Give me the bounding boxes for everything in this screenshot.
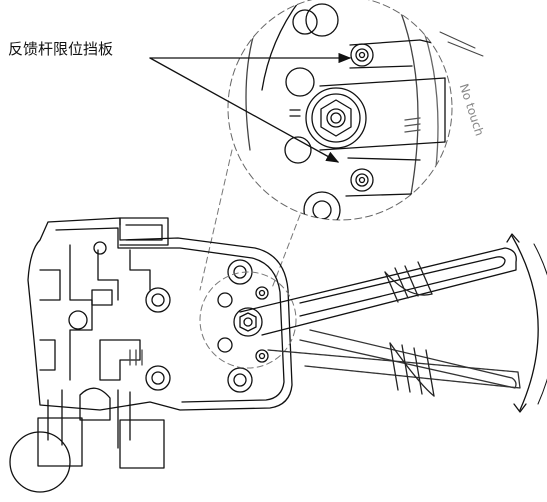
feedback-lever-lower [267,329,521,397]
callout-leaders [149,52,352,163]
callout-label: 反馈杆限位挡板 [8,40,114,58]
positioner-body [9,217,297,493]
feedback-lever-upper [239,247,517,336]
magnified-detail-view [227,0,453,221]
travel-arc-arrow [511,235,539,411]
projection-line [199,149,301,291]
gap-indicator [439,31,484,57]
